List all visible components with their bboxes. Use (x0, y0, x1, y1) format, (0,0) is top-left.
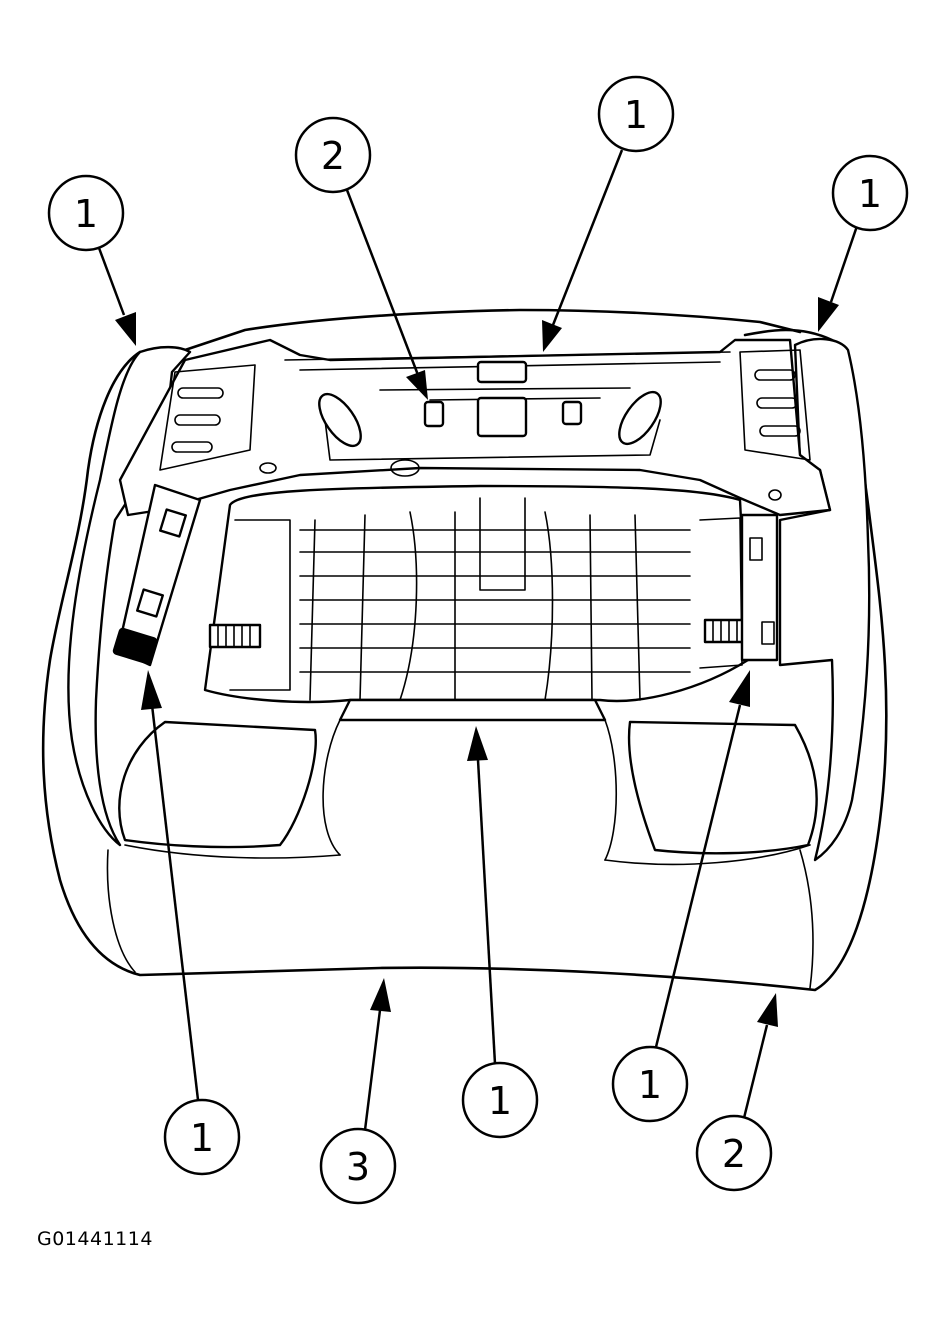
callout-3-bottom: 3 (319, 978, 397, 1205)
callout-label: 1 (624, 93, 648, 137)
callout-1-top-center: 1 (542, 75, 675, 352)
callout-1-bottom-right: 1 (611, 670, 750, 1123)
front-center-tab (338, 698, 607, 722)
callout-2-bottom-right: 2 (695, 993, 778, 1192)
seat-pan-opening (203, 484, 750, 704)
callout-1-top-left: 1 (47, 174, 136, 346)
callouts: 1 2 1 1 1 (47, 75, 909, 1205)
callout-1-bottom-center: 1 (461, 726, 539, 1139)
front-right-pad (627, 720, 818, 855)
right-bracket (739, 349, 811, 461)
callout-2-top: 2 (294, 116, 428, 400)
callout-label: 1 (638, 1063, 662, 1107)
callout-label: 2 (321, 134, 345, 178)
right-bolster (778, 337, 871, 862)
right-side-panel (740, 513, 779, 662)
seat-cushion-illustration (41, 308, 888, 992)
rear-frame (118, 338, 832, 517)
callout-1-bottom-left: 1 (141, 670, 241, 1176)
callout-label: 3 (346, 1145, 370, 1189)
cushion-rear-edge (183, 308, 802, 352)
front-left-pad (118, 720, 317, 849)
callout-label: 1 (74, 192, 98, 236)
figure-id: G01441114 (37, 1228, 153, 1250)
cushion-front-edge (124, 844, 811, 866)
left-coil-spring (208, 623, 262, 649)
callout-1-top-right: 1 (818, 154, 909, 332)
callout-label: 1 (488, 1079, 512, 1123)
callout-label: 1 (858, 172, 882, 216)
left-bracket (159, 364, 256, 471)
callout-label: 1 (190, 1116, 214, 1160)
callout-label: 2 (722, 1132, 746, 1176)
spring-wire-grid (299, 497, 691, 701)
